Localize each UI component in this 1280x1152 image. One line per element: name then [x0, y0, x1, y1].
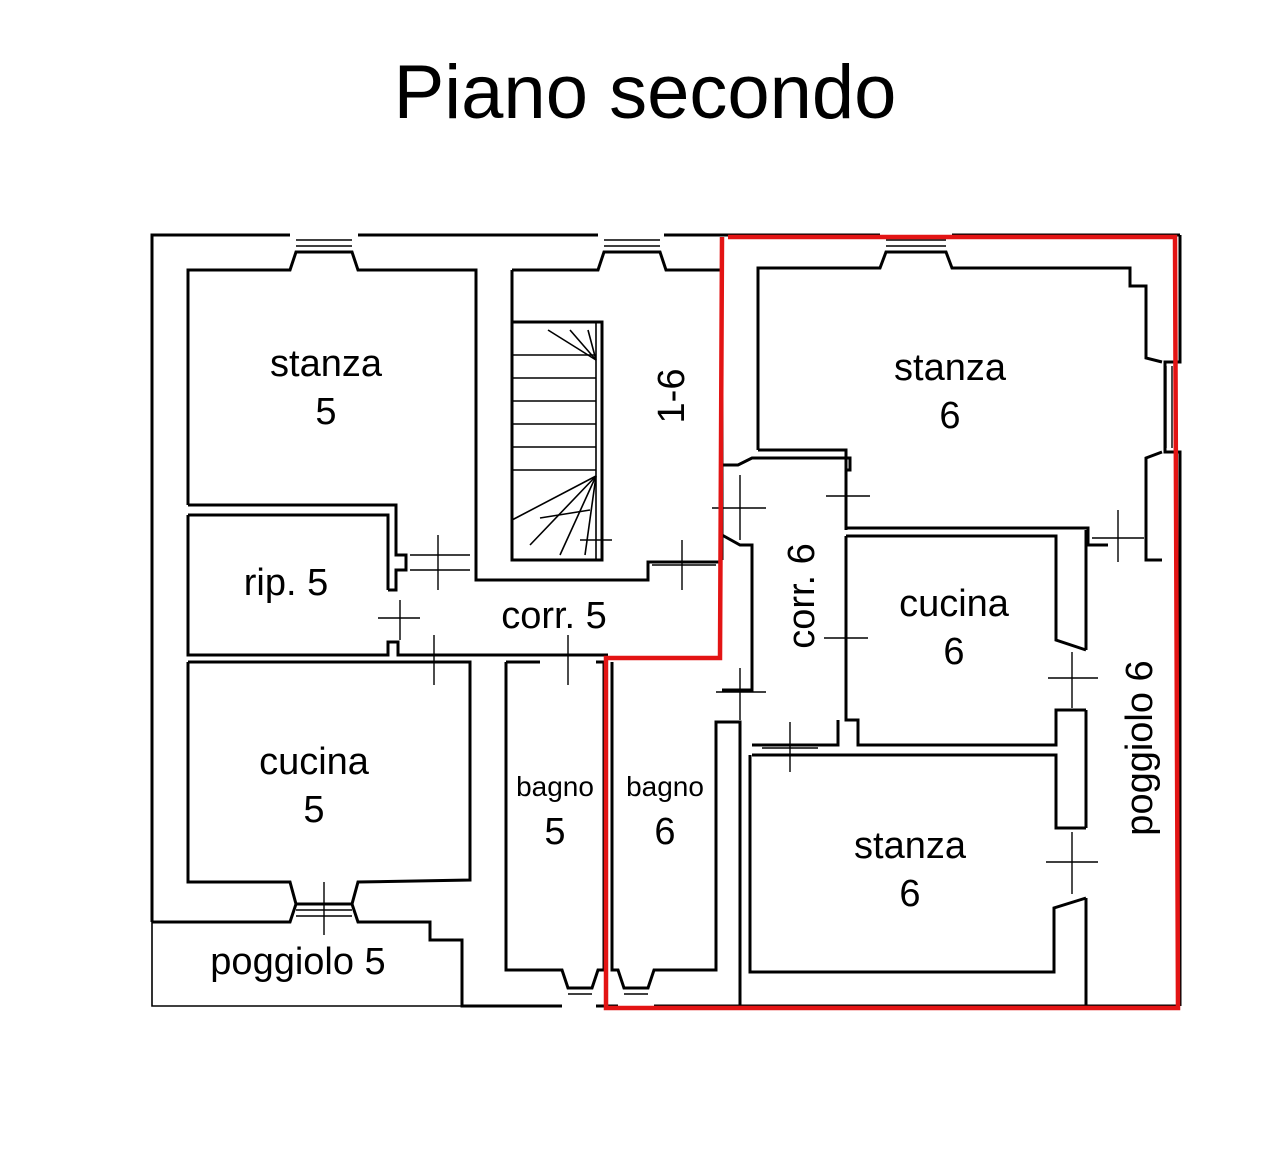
- room-stanza-6a-number: 6: [939, 395, 960, 437]
- openings: [296, 239, 1173, 995]
- room-stair-1-6: 1-6: [651, 369, 693, 424]
- room-cucina-5-name: cucina: [259, 741, 370, 783]
- room-rip-5: rip. 5: [244, 562, 328, 604]
- room-cucina-5-number: 5: [303, 789, 324, 831]
- room-labels: stanza 5 rip. 5 cucina 5 poggiolo 5 1-6 …: [210, 343, 1161, 983]
- room-corr-6: corr. 6: [781, 543, 823, 649]
- interior-walls: [186, 448, 1108, 1006]
- room-stanza-5-number: 5: [315, 391, 336, 433]
- room-stanza-5-name: stanza: [270, 343, 383, 385]
- room-cucina-6-number: 6: [943, 631, 964, 673]
- room-bagno-5-name: bagno: [516, 771, 594, 802]
- room-stanza-6a-name: stanza: [894, 347, 1007, 389]
- room-poggiolo-6: poggiolo 6: [1119, 660, 1161, 835]
- room-stanza-6b-number: 6: [899, 873, 920, 915]
- room-corr-5: corr. 5: [501, 595, 607, 637]
- plan-title: Piano secondo: [394, 50, 897, 135]
- room-cucina-6-name: cucina: [899, 583, 1010, 625]
- room-bagno-6-number: 6: [654, 811, 675, 853]
- room-bagno-6-name: bagno: [626, 771, 704, 802]
- staircase: [511, 322, 612, 560]
- room-stanza-6b-name: stanza: [854, 825, 967, 867]
- room-poggiolo-5: poggiolo 5: [210, 941, 385, 983]
- room-bagno-5-number: 5: [544, 811, 565, 853]
- unit-6-highlight: [603, 234, 1181, 1011]
